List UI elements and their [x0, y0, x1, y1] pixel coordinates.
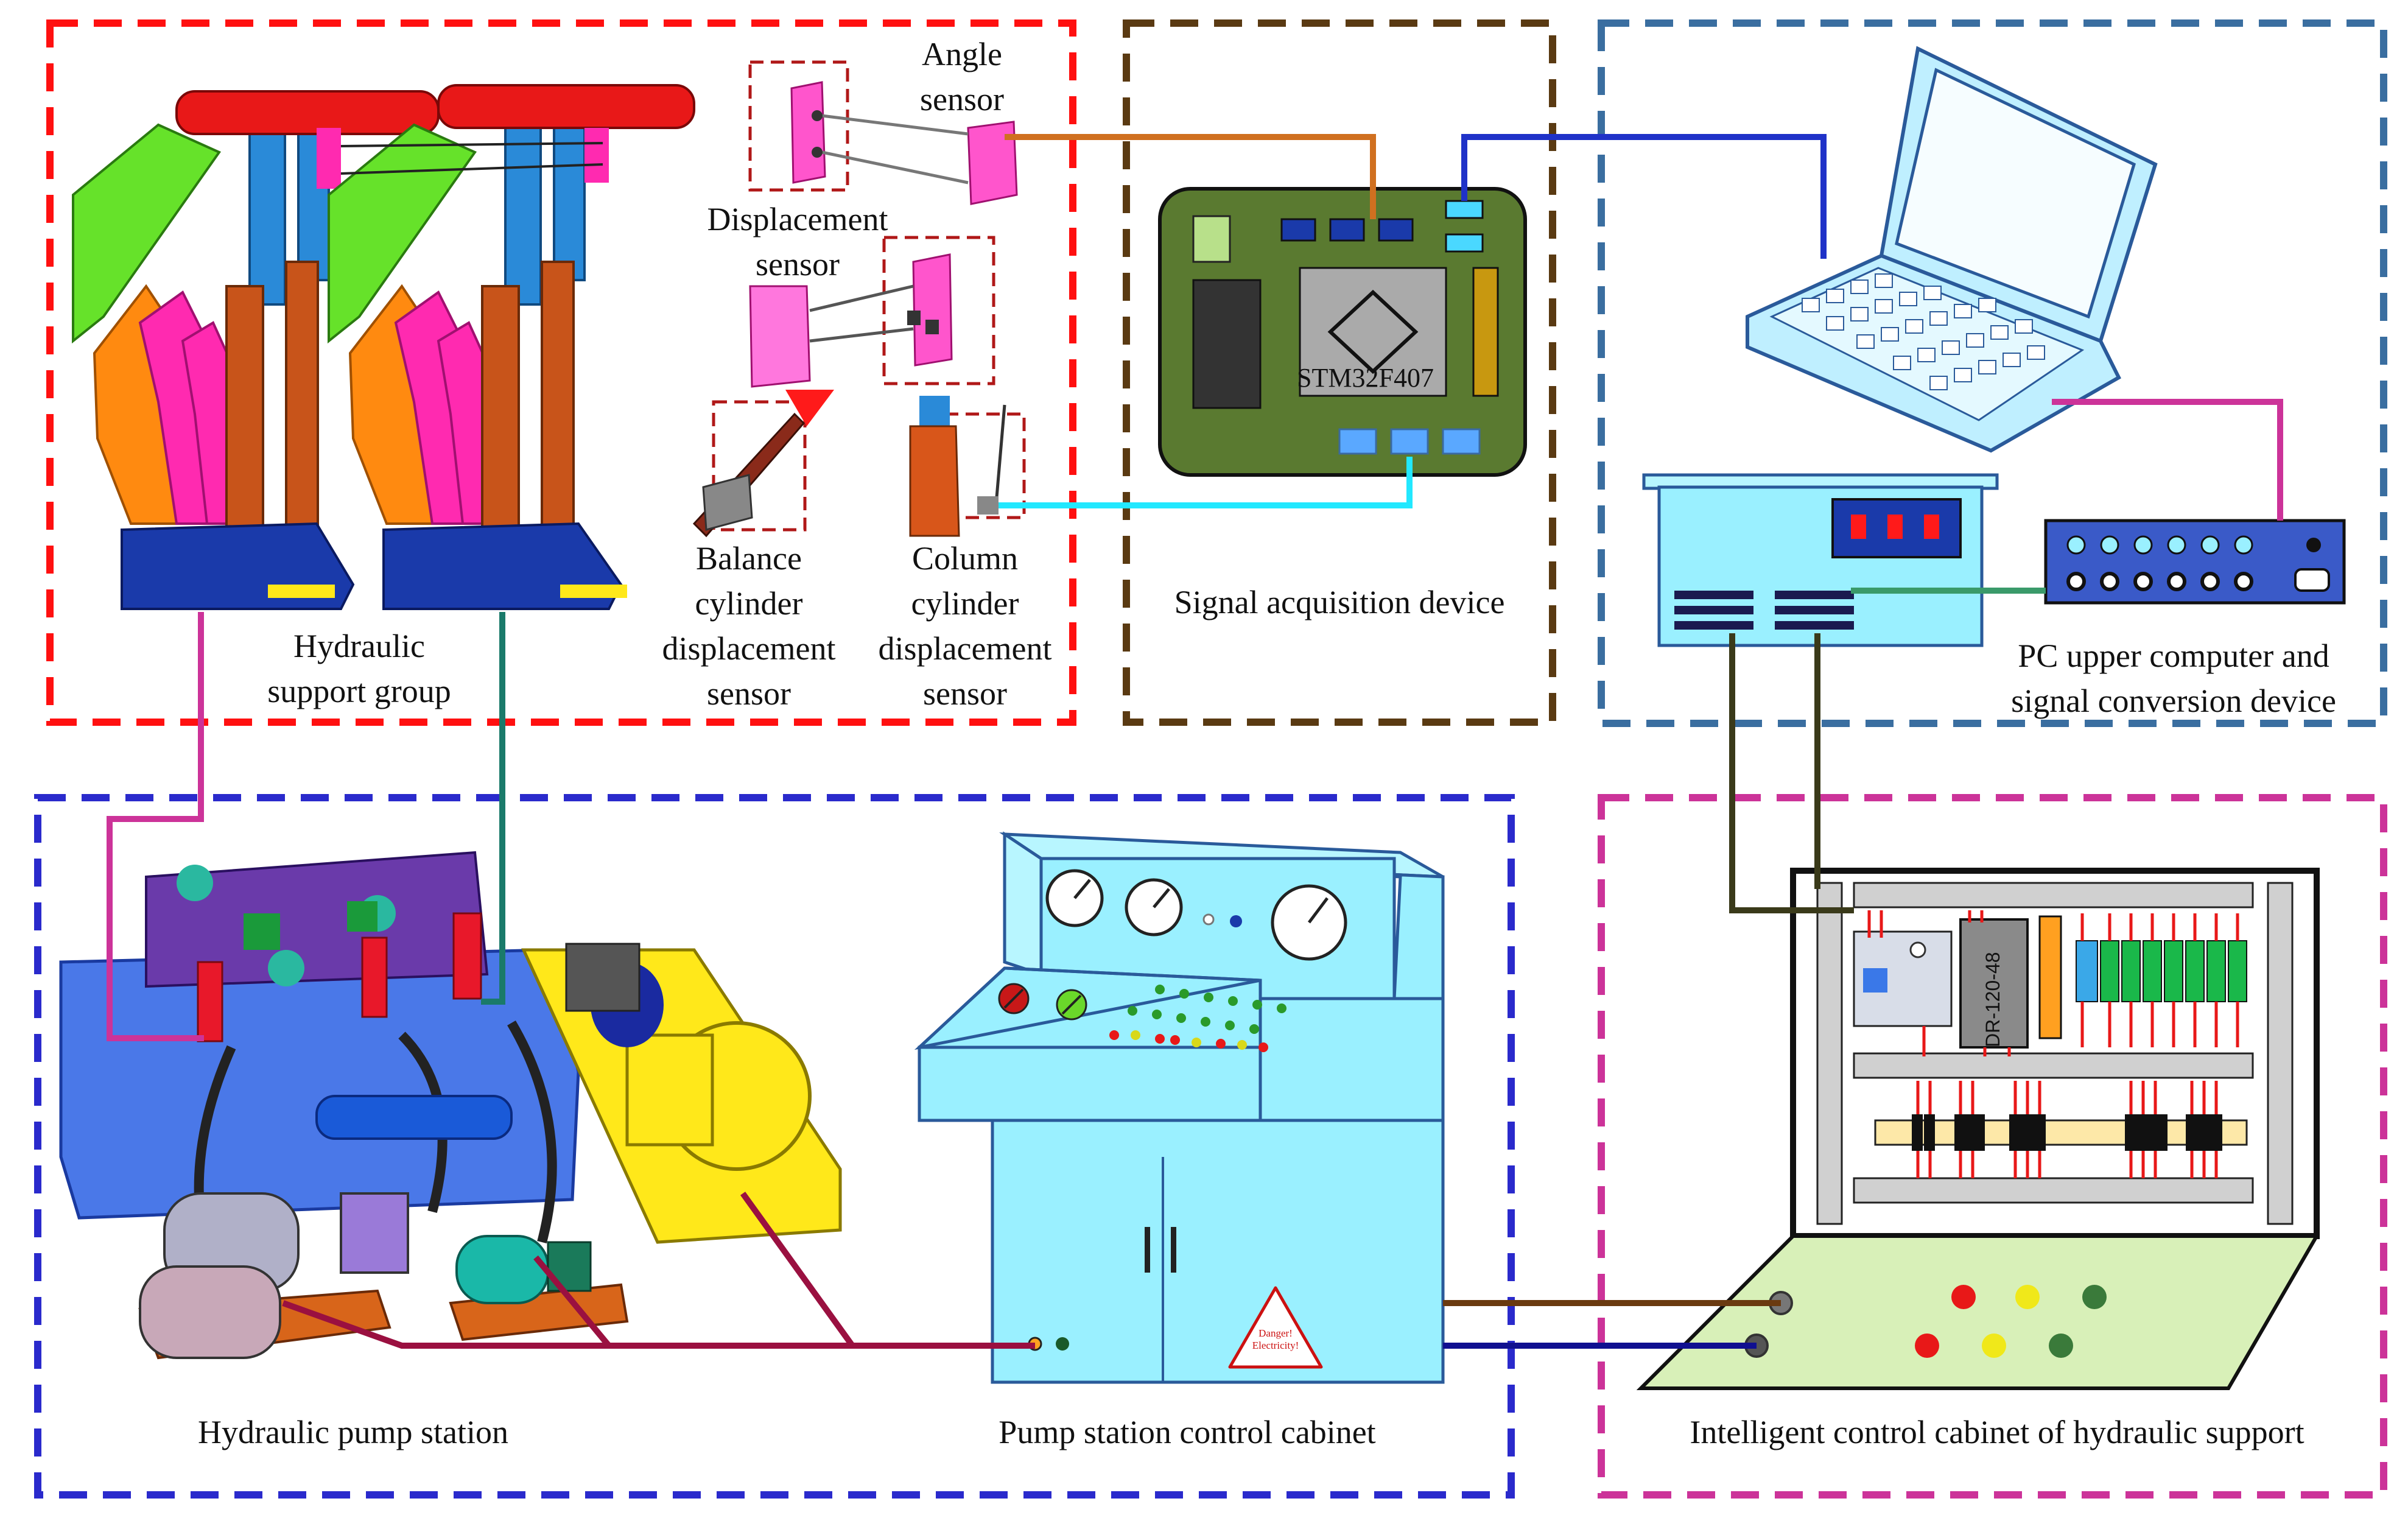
power-module-label: DR-120-48: [1982, 952, 2004, 1047]
signal-converter-icon: [1642, 473, 1999, 647]
chip-label: STM32F407: [1297, 363, 1434, 393]
danger-sign-icon: [1228, 1286, 1323, 1369]
support-to-pump-wire: [107, 612, 204, 1041]
pump-station-frame: [34, 794, 1515, 1499]
angle-sensor-wire: [1005, 134, 1376, 219]
angle-sensor-label: Angle sensor: [920, 36, 1004, 118]
intelligent-cabinet-label: Intelligent control cabinet of hydraulic…: [1690, 1414, 2304, 1450]
pc-upper-computer-label: PC upper computer and signal conversion …: [2011, 638, 2336, 719]
hydraulic-support-group-label: Hydraulic support group: [267, 628, 451, 709]
angle-sensor-icon: [748, 60, 1018, 205]
balance-cylinder-label: Balance cylinder displacement sensor: [662, 540, 836, 712]
microcontroller-board-icon: [1158, 187, 1527, 477]
pump-station-icon: [59, 851, 842, 1360]
electrical-cabinet-icon: [1636, 868, 2320, 1390]
hydraulic-support-icon: [72, 84, 695, 610]
converter-to-cabinet-wire-1: [1729, 633, 1854, 913]
connection-wires: [107, 134, 2283, 1349]
column-sensor-wire: [999, 457, 1413, 508]
motor-to-console-wire-2: [740, 1192, 855, 1348]
control-console-icon: [914, 831, 1445, 1384]
hydraulic-pump-station-label: Hydraulic pump station: [198, 1414, 508, 1450]
terminal-strip-icon: [2044, 519, 2346, 605]
motor-to-console-wire: [533, 1255, 611, 1348]
support-to-pump-wire-teal: [481, 612, 505, 1005]
pump-to-console-wire: [282, 1300, 1035, 1349]
intelligent-cabinet-frame: [1598, 794, 2387, 1499]
pump-control-cabinet-label: Pump station control cabinet: [999, 1414, 1376, 1450]
signal-acquisition-label: Signal acquisition device: [1174, 584, 1505, 620]
danger-sign-text: Danger! Electricity!: [1252, 1327, 1299, 1351]
hydraulic-support-frame: [46, 19, 1076, 726]
laptop-to-strip-wire: [2052, 399, 2283, 521]
column-cylinder-sensor-icon: [909, 396, 1026, 537]
balance-cylinder-sensor-icon: [692, 390, 834, 538]
column-cylinder-label: Column cylinder displacement sensor: [878, 540, 1052, 712]
group-frames: [34, 19, 2387, 1499]
displacement-sensor-icon: [749, 236, 995, 388]
usb-link-wire: [1461, 134, 1827, 259]
laptop-icon: [1746, 46, 2158, 453]
signal-acquisition-frame: [1123, 19, 1556, 726]
displacement-sensor-label: Displacement sensor: [707, 201, 888, 283]
